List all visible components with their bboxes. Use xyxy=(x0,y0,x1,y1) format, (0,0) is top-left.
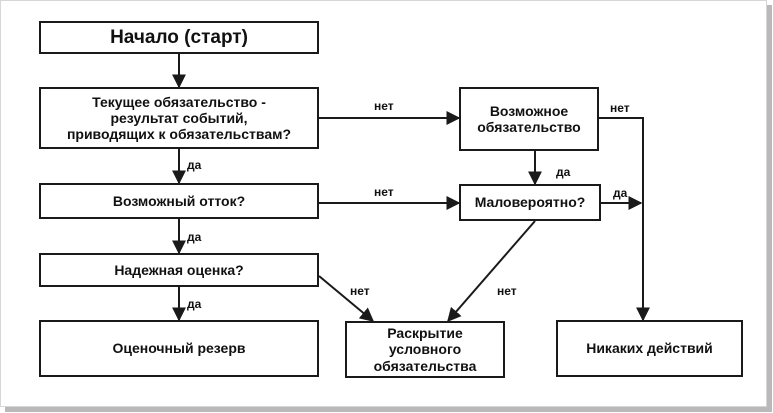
label-no-outflow: нет xyxy=(374,185,394,199)
node-disclosure-text: Раскрытие условного обязательства xyxy=(373,325,477,374)
node-start-text: Начало (старт) xyxy=(110,26,248,48)
arrow-unlikely-to-disclosure xyxy=(447,220,536,323)
label-no-estimate: нет xyxy=(350,284,370,298)
node-start: Начало (старт) xyxy=(39,21,319,54)
node-no-action-text: Никаких действий xyxy=(586,340,713,357)
node-reliable-estimate-text: Надежная оценка? xyxy=(114,261,244,278)
node-possible-obligation: Возможное обязательство xyxy=(459,87,599,151)
node-possible-outflow: Возможный отток? xyxy=(39,183,319,219)
label-yes-estimate: да xyxy=(187,297,202,311)
label-no-unlikely: нет xyxy=(497,284,517,298)
node-no-action: Никаких действий xyxy=(556,320,743,377)
node-possible-outflow-text: Возможный отток? xyxy=(112,192,246,209)
node-disclosure: Раскрытие условного обязательства xyxy=(345,321,505,378)
node-unlikely: Маловероятно? xyxy=(459,184,601,221)
diagram-frame: Начало (старт) Текущее обязательство - р… xyxy=(0,0,767,407)
node-current-obligation: Текущее обязательство - результат событи… xyxy=(39,87,319,149)
label-no-possible: нет xyxy=(610,101,630,115)
node-reliable-estimate: Надежная оценка? xyxy=(39,253,319,287)
node-estimated-reserve: Оценочный резерв xyxy=(39,320,319,377)
label-yes-outflow: да xyxy=(187,230,202,244)
node-estimated-reserve-text: Оценочный резерв xyxy=(112,340,246,357)
label-yes-possible: да xyxy=(556,165,571,179)
arrow-estimate-to-disclosure xyxy=(318,275,375,322)
label-no-current: нет xyxy=(374,99,394,113)
label-yes-unlikely: да xyxy=(613,186,628,200)
arrow-possible-to-noaction xyxy=(599,117,650,322)
node-current-obligation-text: Текущее обязательство - результат событи… xyxy=(66,93,292,143)
label-yes-current: да xyxy=(187,158,202,172)
connector-layer xyxy=(172,54,650,323)
node-possible-obligation-text: Возможное обязательство xyxy=(477,102,581,135)
node-unlikely-text: Маловероятно? xyxy=(474,194,586,211)
